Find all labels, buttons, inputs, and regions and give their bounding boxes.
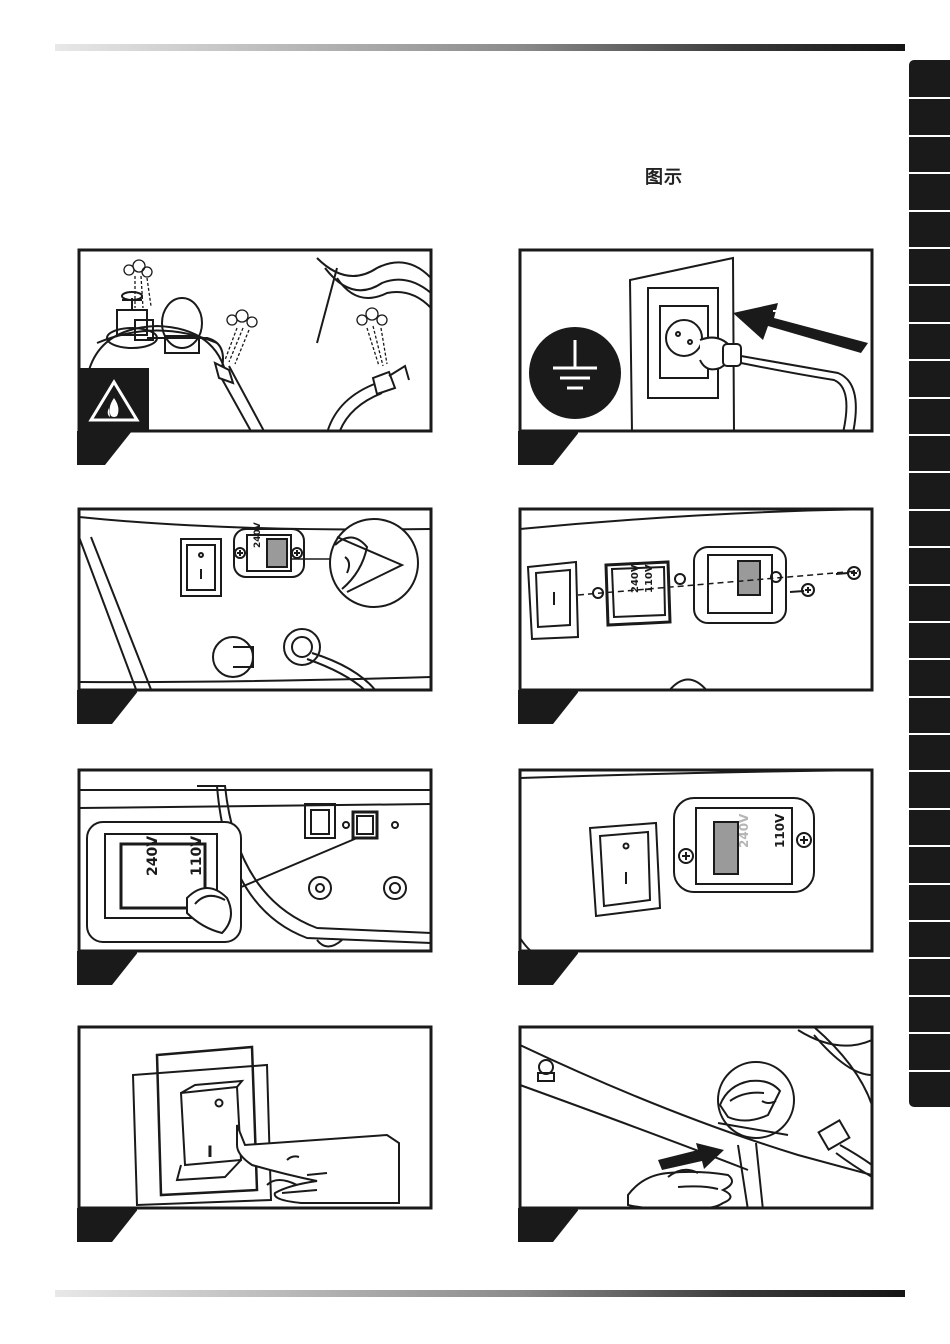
- panel-1-step-tab: [77, 431, 137, 465]
- side-tab-divider: [909, 509, 950, 511]
- voltage-label-110: 110V: [644, 564, 655, 593]
- ignition-button-push-icon: [518, 1025, 874, 1210]
- panel-7-step-tab: [77, 1208, 137, 1242]
- side-tab-divider: [909, 808, 950, 810]
- side-tab-divider: [909, 957, 950, 959]
- gas-leak-fire-warning-icon: [77, 248, 433, 433]
- side-tab-divider: [909, 97, 950, 99]
- side-tab-strip: [909, 60, 950, 1107]
- voltage-label-110: 110V: [773, 813, 787, 848]
- voltage-selector-removal-icon: 240V 110V: [518, 507, 874, 692]
- side-tab-divider: [909, 621, 950, 623]
- voltage-label-240: 240V: [145, 836, 161, 876]
- switch-on-mark: I: [207, 1142, 213, 1161]
- side-tab-divider: [909, 172, 950, 174]
- side-tab-divider: [909, 995, 950, 997]
- side-tab-divider: [909, 696, 950, 698]
- side-tab-divider: [909, 135, 950, 137]
- voltage-label-240: 240V: [630, 564, 641, 593]
- voltage-label-110: 110V: [189, 836, 205, 876]
- panel-3-step-tab: [77, 690, 137, 724]
- side-tab-divider: [909, 471, 950, 473]
- panel-5-step-tab: [77, 951, 137, 985]
- side-tab-divider: [909, 247, 950, 249]
- side-tab-divider: [909, 359, 950, 361]
- voltage-label-240: 240V: [253, 522, 263, 548]
- side-tab-divider: [909, 434, 950, 436]
- panel-6-step-tab: [518, 951, 578, 985]
- bottom-rule: [55, 1290, 905, 1297]
- side-tab-divider: [909, 397, 950, 399]
- voltage-selector-installed-icon: 240V 110V: [518, 768, 874, 953]
- side-tab-divider: [909, 1070, 950, 1072]
- side-tab-divider: [909, 845, 950, 847]
- voltage-label-240: 240V: [737, 813, 751, 848]
- voltage-check-eye-icon: 240V: [77, 507, 433, 692]
- voltage-selector-press-icon: 240V 110V: [77, 768, 433, 953]
- side-tab-divider: [909, 322, 950, 324]
- panel-8-step-tab: [518, 1208, 578, 1242]
- side-tab-divider: [909, 284, 950, 286]
- side-tab-divider: [909, 546, 950, 548]
- panel-4-step-tab: [518, 690, 578, 724]
- side-tab-divider: [909, 770, 950, 772]
- side-tab-divider: [909, 920, 950, 922]
- power-switch-on-icon: I: [77, 1025, 433, 1210]
- side-tab-divider: [909, 733, 950, 735]
- side-tab-divider: [909, 584, 950, 586]
- top-rule: [55, 44, 905, 51]
- side-tab-divider: [909, 658, 950, 660]
- side-tab-divider: [909, 210, 950, 212]
- side-tab-divider: [909, 1032, 950, 1034]
- page-heading: 图示: [645, 163, 683, 189]
- side-tab-divider: [909, 883, 950, 885]
- panel-2-step-tab: [518, 431, 578, 465]
- ground-earth-plug-icon: [518, 248, 874, 433]
